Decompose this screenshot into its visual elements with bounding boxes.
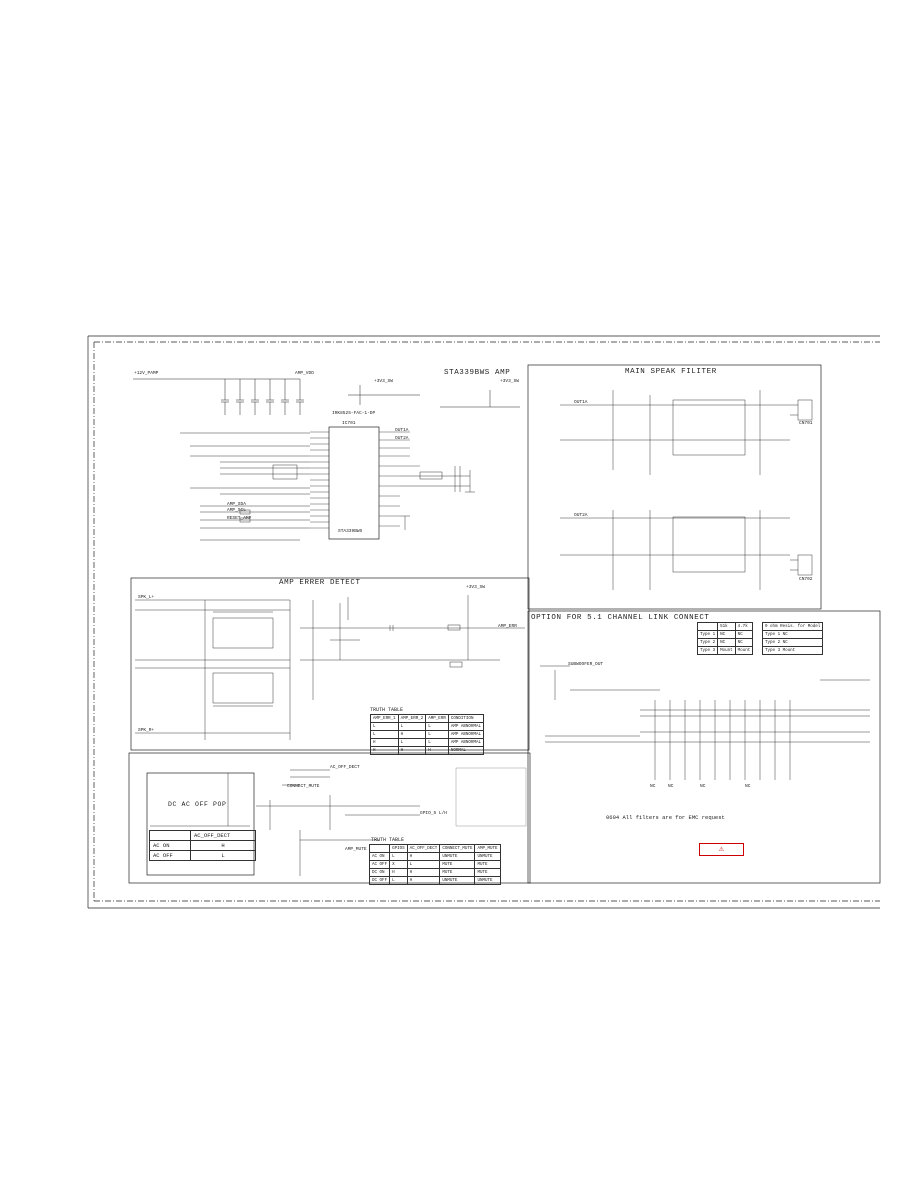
title-acoff: DC AC OFF POP xyxy=(168,801,227,808)
label-nc-2: NC xyxy=(668,784,674,789)
label-connect-mute: CONNECT_MUTE xyxy=(287,784,320,789)
box-main-filter xyxy=(527,364,822,610)
sheet-border xyxy=(87,335,880,909)
label-filter-outr: OUT2A xyxy=(574,513,588,518)
box-ac-off xyxy=(128,752,531,884)
error-detect-circuit xyxy=(135,595,525,740)
box-amp-error xyxy=(130,577,530,751)
label-vdd: AMP_VDD xyxy=(295,371,314,376)
label-ic-part: IRK8525-FAC-1-DP xyxy=(332,411,376,416)
title-filter: MAIN SPEAK FILITER xyxy=(625,368,717,376)
label-33v-err: +3V3_SW xyxy=(466,585,485,590)
amp-ic-symbol xyxy=(310,426,420,540)
box-option xyxy=(527,610,881,884)
amp-input-nets xyxy=(180,432,310,541)
label-spk-r: SPK_R+ xyxy=(138,728,155,733)
label-subwoofer: SUBWOOFER_OUT xyxy=(568,662,604,667)
label-reset: RESET_AMP xyxy=(227,516,252,521)
label-33v: +3V3_SW xyxy=(374,379,393,384)
truth1-title: TRUTH TABLE xyxy=(370,707,404,713)
label-filter-outl: OUT1A xyxy=(574,400,588,405)
title-amp: STA339BWS AMP xyxy=(444,369,511,377)
label-nc-4: NC xyxy=(745,784,751,789)
truth2-title: TRUTH TABLE xyxy=(371,837,405,843)
label-con1: CN701 xyxy=(799,421,813,426)
title-error: AMP ERRER DETECT xyxy=(279,579,361,587)
option-circuit xyxy=(540,665,870,780)
warning-box: ⚠ xyxy=(699,843,744,856)
label-33v-2: +3V3_SW xyxy=(500,379,519,384)
label-amp-err: AMP_ERR xyxy=(498,624,517,629)
label-outr: OUT2A xyxy=(395,436,409,441)
label-scl: AMP_SCL xyxy=(227,508,246,513)
label-outl: OUT1A xyxy=(395,428,409,433)
ac-off-circuit xyxy=(150,767,527,876)
label-gpio: GPIO_5 L/H xyxy=(420,811,448,816)
label-amp-mute: AMP_MUTE xyxy=(345,847,367,852)
emc-note: 0604 All filters are for EMC request xyxy=(606,814,725,821)
title-option: OPTION FOR 5.1 CHANNEL LINK CONNECT xyxy=(531,614,710,622)
warning-icon: ⚠ xyxy=(718,846,725,853)
box-dc-ac-pop xyxy=(146,772,255,876)
amp-output-nets xyxy=(400,466,475,530)
filter-circuit xyxy=(560,390,813,590)
amp-supply-rail xyxy=(133,378,520,415)
label-ic-ref: IC701 xyxy=(342,421,356,426)
label-ic-name: STA339BWS xyxy=(338,529,363,534)
label-ac-off: AC_OFF_DECT xyxy=(330,765,360,770)
label-nc-1: NC xyxy=(650,784,656,789)
label-nc-3: NC xyxy=(700,784,706,789)
option-table-right: 0 ohm Resis. for Model Type 1 NC Type 2 … xyxy=(761,622,824,655)
label-sda: AMP_SDA xyxy=(227,502,246,507)
label-con2: CN702 xyxy=(799,577,813,582)
label-pvcc: +12V_PAMP xyxy=(134,371,159,376)
label-spk-l: SPK_L+ xyxy=(138,595,155,600)
